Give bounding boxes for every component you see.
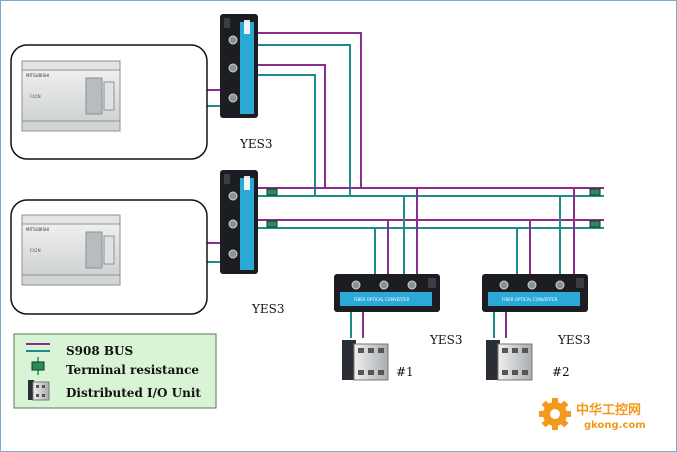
terminal-resistor-icon	[31, 361, 45, 371]
terminal-resistor-icon	[266, 188, 278, 196]
converter-node2: FIBER OPTICAL CONVERTER YES3	[482, 274, 591, 347]
plc-icon: MITSUBISHI FX2N	[21, 60, 121, 132]
plc-brand: MITSUBISHI	[26, 227, 49, 232]
converter-top: YES3	[220, 14, 273, 151]
plc-model: FX2N	[30, 94, 41, 99]
fiber-converter-icon	[220, 14, 258, 118]
converter-node2-label: YES3	[557, 333, 591, 347]
plc-group-top: MITSUBISHI FX2N	[10, 44, 208, 160]
converter-node1-label: YES3	[429, 333, 463, 347]
converter-print: FIBER OPTICAL CONVERTER	[354, 297, 410, 302]
fiber-converter-icon	[220, 170, 258, 274]
converter-mid: YES3	[220, 170, 285, 316]
terminal-resistor-icon	[266, 220, 278, 228]
watermark-cn: 中华工控网	[576, 402, 641, 418]
fiber-converter-icon: FIBER OPTICAL CONVERTER	[334, 274, 440, 312]
contactor-icon	[28, 380, 50, 401]
converter-mid-label: YES3	[251, 302, 285, 316]
fiber-converter-icon: FIBER OPTICAL CONVERTER	[482, 274, 588, 312]
watermark-en: gkong.com	[584, 420, 646, 431]
io-unit-1: #1	[342, 340, 414, 381]
watermark: 中华工控网 gkong.com	[539, 398, 646, 431]
legend-io-label: Distributed I/O Unit	[66, 386, 201, 400]
contactor-icon	[486, 340, 533, 381]
terminal-resistor-icon	[589, 188, 601, 196]
plc-model: FX2N	[30, 248, 41, 253]
gear-logo-icon	[539, 398, 571, 430]
contactor-icon	[342, 340, 389, 381]
legend: S908 BUS Terminal resistance Distributed…	[13, 333, 217, 409]
plc-brand: MITSUBISHI	[26, 73, 49, 78]
legend-bus-label: S908 BUS	[66, 344, 133, 358]
io-unit-2: #2	[486, 340, 570, 381]
converter-node1: FIBER OPTICAL CONVERTER YES3	[334, 274, 463, 347]
converter-print: FIBER OPTICAL CONVERTER	[502, 297, 558, 302]
plc-group-mid: MITSUBISHI FX2N	[10, 199, 208, 315]
terminal-resistor-icon	[589, 220, 601, 228]
node2-label: #2	[552, 365, 570, 379]
legend-terminal-label: Terminal resistance	[66, 363, 199, 377]
plc-icon: MITSUBISHI FX2N	[21, 214, 121, 286]
converter-top-label: YES3	[239, 137, 273, 151]
node1-label: #1	[396, 365, 414, 379]
